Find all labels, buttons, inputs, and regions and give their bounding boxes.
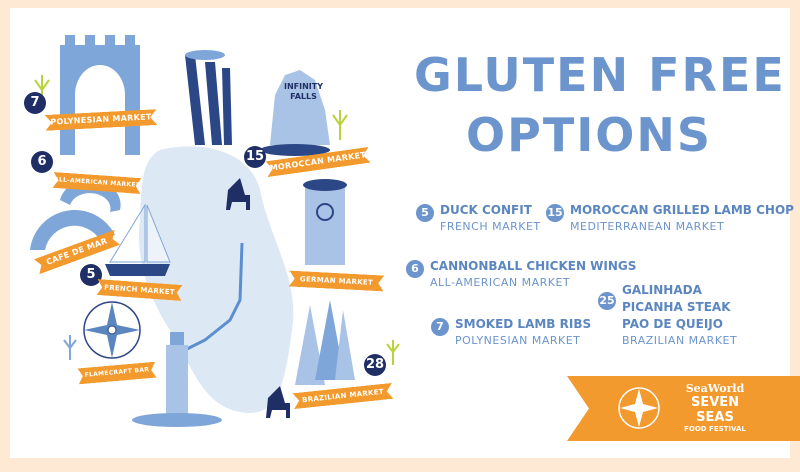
german-tower-icon <box>303 179 347 265</box>
badge-all-american: 6 <box>31 151 53 173</box>
title-line-2: OPTIONS <box>466 108 713 162</box>
path-line <box>184 242 244 352</box>
badge-brazilian: 28 <box>364 354 386 376</box>
dish-name: GALINHADA <box>622 283 702 297</box>
waves-sculpture-icon <box>185 50 232 145</box>
plant-icon <box>63 335 77 360</box>
menu-item: 5 DUCK CONFIT FRENCH MARKET <box>416 202 541 235</box>
chair-icon <box>266 386 290 418</box>
item-number: 7 <box>431 317 449 336</box>
dish-name: SMOKED LAMB RIBS <box>455 317 592 331</box>
dish-name: MOROCCAN GRILLED LAMB CHOP <box>570 203 794 217</box>
festival-map <box>30 35 400 427</box>
chair-icon <box>226 178 250 210</box>
plant-icon <box>386 340 400 365</box>
item-number: 15 <box>546 203 564 222</box>
logo-text: SeaWorld SEVEN SEAS FOOD FESTIVAL <box>671 382 759 433</box>
item-number: 25 <box>598 292 616 310</box>
dish-name: CANNONBALL CHICKEN WINGS <box>430 259 637 273</box>
menu-item: 15 MOROCCAN GRILLED LAMB CHOP MEDITERRANEA… <box>546 202 794 235</box>
lighthouse-icon <box>132 332 222 427</box>
dish-name: PICANHA STEAK <box>622 300 731 314</box>
menu-item: 6 CANNONBALL CHICKEN WINGS ALL-AMERICAN MA… <box>406 258 636 291</box>
title-line-1: GLUTEN FREE <box>414 48 786 102</box>
logo-name: SEVEN SEAS <box>690 395 740 425</box>
logo-brand: SeaWorld <box>685 382 745 395</box>
infinity-falls-label: INFINITY FALLS <box>283 82 324 101</box>
badge-polynesian: 7 <box>24 92 46 114</box>
infinity-falls-icon <box>260 70 330 156</box>
plant-icon <box>332 110 348 140</box>
island <box>139 146 294 414</box>
market-name: BRAZILIAN MARKET <box>622 334 738 347</box>
cafe-arch-icon <box>30 210 115 250</box>
dish-name: DUCK CONFIT <box>440 203 532 217</box>
menu-item: 7 SMOKED LAMB RIBS POLYNESIAN MARKET <box>431 316 591 349</box>
menu-item: 25 GALINHADA PICANHA STEAK PAO DE QUEIJO BRA… <box>598 282 737 349</box>
brazilian-sails-icon <box>295 300 355 385</box>
sailboat-icon <box>105 203 171 276</box>
compass-icon <box>83 301 141 359</box>
theater-arch-icon <box>60 35 140 155</box>
badge-moroccan: 15 <box>244 146 266 168</box>
logo-sub: FOOD FESTIVAL <box>684 425 746 433</box>
badge-french: 5 <box>80 264 102 286</box>
item-number: 5 <box>416 203 434 222</box>
market-name: MEDITERRANEAN MARKET <box>570 220 725 233</box>
dish-name: PAO DE QUEIJO <box>622 317 723 331</box>
compass-logo-icon <box>618 387 660 429</box>
market-name: ALL-AMERICAN MARKET <box>430 276 571 289</box>
market-name: FRENCH MARKET <box>440 220 541 233</box>
festival-logo-banner: SeaWorld SEVEN SEAS FOOD FESTIVAL <box>567 376 800 441</box>
market-name: POLYNESIAN MARKET <box>455 334 581 347</box>
item-number: 6 <box>406 259 424 278</box>
